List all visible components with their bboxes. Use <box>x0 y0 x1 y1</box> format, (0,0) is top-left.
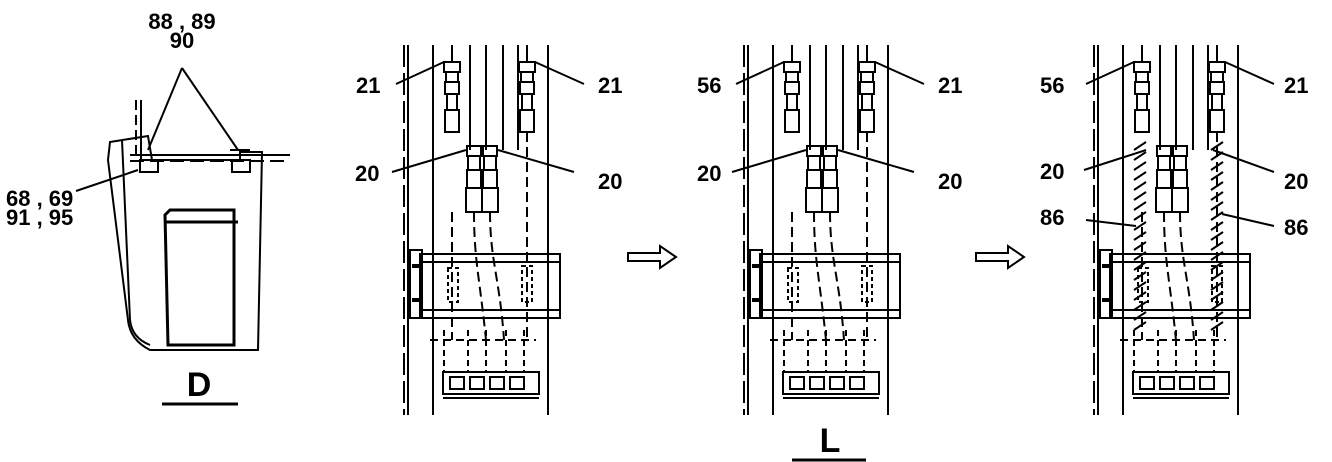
view-l-title: L <box>820 422 841 460</box>
view-d-title: D <box>187 366 212 404</box>
panel-1-drawing <box>391 43 585 417</box>
view-d <box>75 67 290 351</box>
label-88-89: 88 , 89 <box>148 9 215 34</box>
panel-3-label-top-right: 21 <box>1284 73 1308 98</box>
panel-1-label-top-left: 21 <box>356 73 380 98</box>
panel-1-label-mid-right: 20 <box>598 169 622 194</box>
panel-3-drawing <box>1083 43 1275 417</box>
label-91-95: 91 , 95 <box>6 205 73 230</box>
panel-2-drawing <box>731 43 925 417</box>
label-90: 90 <box>170 28 194 53</box>
panel-2-label-top-right: 21 <box>938 73 962 98</box>
panel-3-label-low-left: 86 <box>1040 205 1064 230</box>
panel-2-label-top-left: 56 <box>697 73 721 98</box>
panel-3-label-mid-right: 20 <box>1284 169 1308 194</box>
panel-2-label-mid-left: 20 <box>697 161 721 186</box>
panel-3-label-low-right: 86 <box>1284 215 1308 240</box>
panel-1-label-top-right: 21 <box>598 73 622 98</box>
panel-3-label-top-left: 56 <box>1040 73 1064 98</box>
panel-1-label-mid-left: 20 <box>355 161 379 186</box>
arrow-right-icon <box>975 244 1026 270</box>
panel-2-label-mid-right: 20 <box>938 169 962 194</box>
arrow-right-icon <box>627 244 678 270</box>
label-68-69: 68 , 69 <box>6 186 73 211</box>
panel-3-label-mid-left: 20 <box>1040 159 1064 184</box>
